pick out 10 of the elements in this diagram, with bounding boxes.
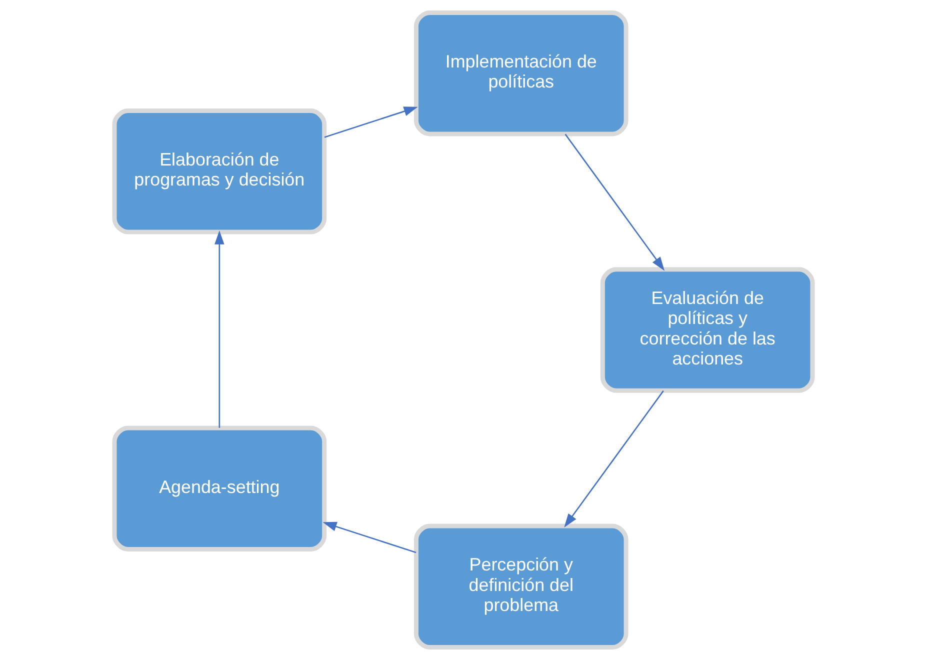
node-box: Implementación de políticas [413, 10, 628, 136]
arrow [324, 106, 418, 138]
node-box: Percepción y definición del problema [413, 524, 628, 650]
node-box: Elaboración de programas y decisión [112, 108, 326, 234]
node-box: Agenda-setting [112, 426, 326, 552]
node-box: Evaluación de políticas y corrección de las acciones [600, 267, 814, 393]
arrow [564, 390, 664, 528]
arrow [214, 230, 224, 428]
arrow [564, 134, 664, 271]
arrow [322, 522, 416, 554]
